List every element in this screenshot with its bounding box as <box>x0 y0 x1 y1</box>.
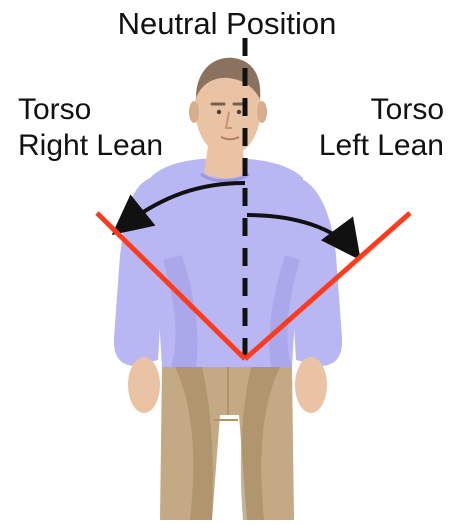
right-lean-label-line-2: Right Lean <box>18 128 163 164</box>
right-lean-label-line-1: Torso <box>18 92 163 128</box>
left-hand <box>295 357 327 413</box>
left-eye <box>237 110 241 114</box>
left-ear <box>257 101 267 123</box>
right-eye <box>217 110 221 114</box>
left-lean-label-line-2: Left Lean <box>319 128 444 164</box>
left-lean-label: Torso Left Lean <box>319 92 444 164</box>
diagram-title: Neutral Position <box>0 6 454 42</box>
left-lean-label-line-1: Torso <box>319 92 444 128</box>
right-hand <box>128 357 160 413</box>
right-lean-label: Torso Right Lean <box>18 92 163 164</box>
right-ear <box>189 101 199 123</box>
